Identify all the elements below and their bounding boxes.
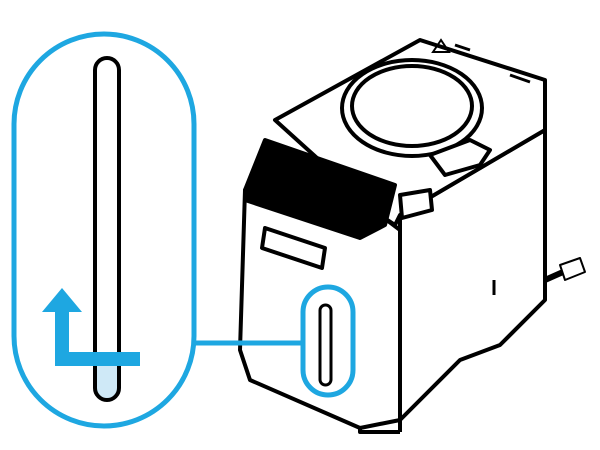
vents <box>454 43 531 84</box>
warning-triangle-icon <box>431 38 451 53</box>
water-level-window <box>93 56 121 402</box>
front-step <box>398 188 434 220</box>
base <box>358 420 402 434</box>
up-arrow-icon <box>42 288 140 366</box>
water-window-small <box>318 303 333 387</box>
lid-latch <box>428 138 492 177</box>
water-level-water <box>97 365 117 398</box>
appliance-right-side <box>398 128 547 422</box>
display-panel <box>243 138 397 240</box>
lid-inner <box>350 64 474 148</box>
appliance <box>238 38 586 434</box>
cable-plug <box>559 257 586 281</box>
handle <box>260 226 327 270</box>
